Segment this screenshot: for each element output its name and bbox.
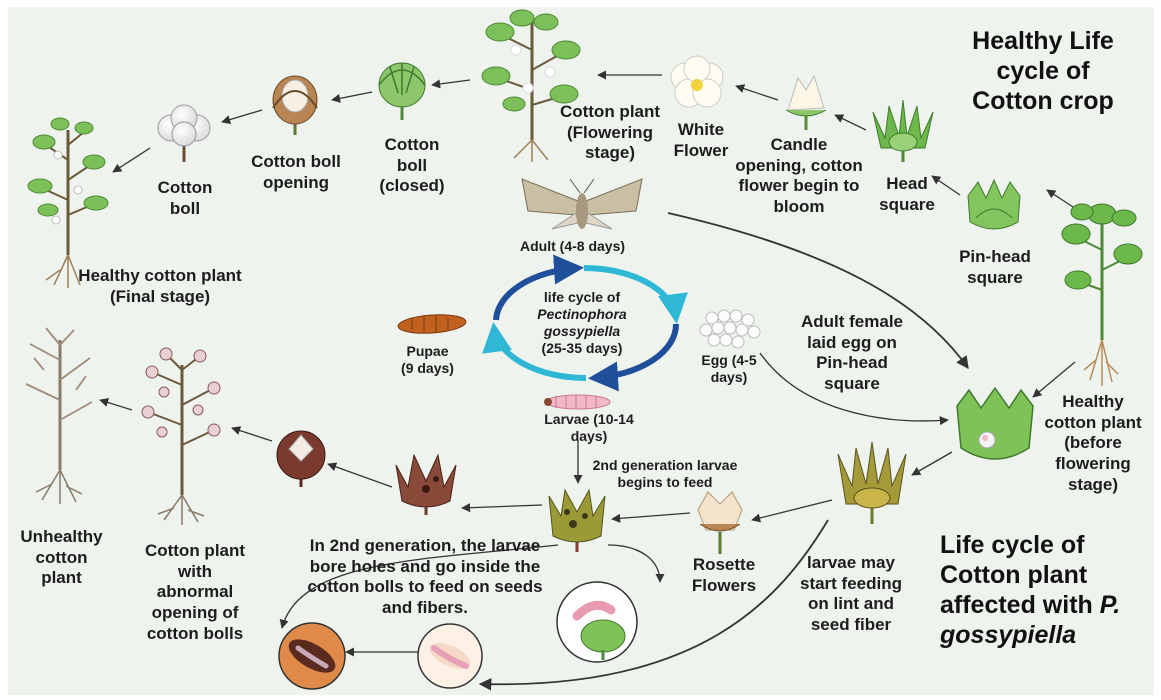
label-pupae: Pupae (9 days) <box>400 343 455 377</box>
unhealthy-plant-illustration <box>26 328 92 504</box>
infested-boll-green-illustration <box>549 490 605 552</box>
healthy-cycle-title: Healthy Life cycle of Cotton crop <box>958 26 1128 116</box>
label-larvae-lint: larvae may start feeding on lint and see… <box>796 553 906 636</box>
cotton-boll-closed-illustration <box>379 63 425 120</box>
pupa-illustration <box>397 313 466 336</box>
center-duration: (25-35 days) <box>530 340 634 357</box>
label-flowering-plant: Cotton plant (Flowering stage) <box>555 102 665 164</box>
label-boll-closed: Cotton boll (closed) <box>372 135 452 197</box>
head-square-illustration <box>873 100 933 162</box>
egg-cluster-illustration <box>700 310 760 348</box>
candle-opening-illustration <box>786 76 826 130</box>
label-cotton-boll: Cotton boll <box>150 178 220 219</box>
plant-before-flowering-illustration <box>1062 204 1142 386</box>
larva-illustration <box>544 395 610 409</box>
white-flower-illustration <box>671 56 723 107</box>
boll-with-larva-circle <box>557 582 637 662</box>
healthy-final-plant-illustration <box>28 118 108 288</box>
label-larvae: Larvae (10-14 days) <box>544 411 634 445</box>
label-bore-holes: In 2nd generation, the larvae bore holes… <box>305 536 545 619</box>
label-final-plant: Healthy cotton plant (Final stage) <box>60 266 260 307</box>
pin-head-square-illustration <box>968 180 1020 229</box>
pest-cycle-center: life cycle of Pectinophora gossypiella (… <box>530 289 634 357</box>
damaged-seed-circle <box>279 623 345 689</box>
infested-pin-head-square-illustration <box>957 388 1033 459</box>
center-species: Pectinophora gossypiella <box>530 306 634 340</box>
label-abnormal-opening: Cotton plant with abnormal opening of co… <box>140 541 250 645</box>
label-white-flower: White Flower <box>666 120 736 161</box>
center-line1: life cycle of <box>530 289 634 306</box>
abnormal-boll-illustration <box>277 431 325 487</box>
label-egg: Egg (4-5 days) <box>694 352 764 386</box>
cotton-boll-opening-illustration <box>273 76 317 135</box>
adult-moth-illustration <box>522 179 642 229</box>
cotton-boll-illustration <box>158 105 210 162</box>
affected-title-prefix: Life cycle of Cotton plant affected with <box>940 531 1100 619</box>
label-adult: Adult (4-8 days) <box>520 238 625 255</box>
label-female-laid-egg: Adult female laid egg on Pin-head square <box>792 312 912 395</box>
infested-boll-brown-illustration <box>396 455 456 515</box>
seed-with-larva-circle <box>418 624 482 688</box>
affected-cycle-title: Life cycle of Cotton plant affected with… <box>940 530 1150 650</box>
label-rosette-flowers: Rosette Flowers <box>684 555 764 596</box>
label-unhealthy-plant: Unhealthy cotton plant <box>14 527 109 589</box>
label-pin-head-square: Pin-head square <box>955 247 1035 288</box>
abnormal-plant-illustration <box>142 348 220 525</box>
rosette-flower-illustration <box>698 492 742 554</box>
label-plant-before-flowering: Healthy cotton plant (before flowering s… <box>1043 392 1143 496</box>
infested-square-larva-illustration <box>838 442 906 524</box>
label-boll-opening: Cotton boll opening <box>246 152 346 193</box>
label-second-gen-feed: 2nd generation larvae begins to feed <box>590 457 740 491</box>
label-candle-opening: Candle opening, cotton flower begin to b… <box>734 135 864 218</box>
label-head-square: Head square <box>872 174 942 215</box>
